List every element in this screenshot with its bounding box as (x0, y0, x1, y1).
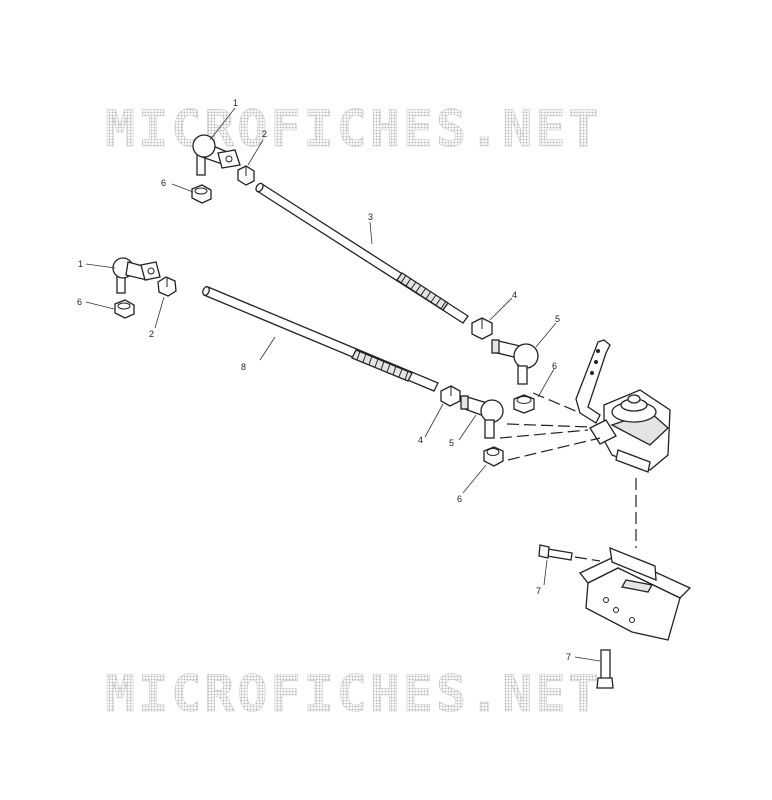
callout-6-bottom: 6 (457, 494, 462, 504)
hex-nut-upper-left (237, 165, 255, 186)
callout-1-lower: 1 (78, 259, 83, 269)
callout-1-upper: 1 (233, 98, 238, 108)
callout-5-upper: 5 (555, 314, 560, 324)
callout-6-upper: 6 (161, 178, 166, 188)
callout-5-lower: 5 (449, 438, 454, 448)
watermark-top: MICROFICHES.NET (105, 100, 602, 158)
hex-nut-4-lower (440, 385, 461, 407)
hex-nut-4-upper (471, 317, 493, 340)
ball-joint-lower-right (460, 395, 504, 439)
ball-joint-upper-right (491, 339, 539, 385)
bolt-7-upper (538, 544, 573, 561)
hex-nut-6-mid-right (513, 394, 535, 414)
ball-joint-lower-left (112, 257, 161, 294)
leader-lines (85, 107, 601, 662)
callout-7-lower: 7 (566, 652, 571, 662)
ball-joint-upper-left (192, 134, 241, 176)
shift-rod-upper (255, 182, 469, 324)
hex-nut-6-lower-left (114, 299, 135, 319)
callout-8: 8 (241, 362, 246, 372)
hex-nut-6-bottom (483, 446, 504, 467)
shifter-assembly (575, 339, 671, 473)
bolt-7-lower (596, 649, 614, 689)
callout-2-upper: 2 (262, 129, 267, 139)
hex-nut-6-upper (191, 184, 212, 204)
assembly-lines (499, 392, 637, 562)
watermark-bottom: MICROFICHES.NET (105, 665, 602, 723)
callout-4-lower: 4 (418, 435, 423, 445)
mounting-bracket (578, 546, 692, 641)
callout-6-mid-right: 6 (552, 361, 557, 371)
shift-rod-lower (202, 286, 439, 392)
callout-2-lower: 2 (149, 329, 154, 339)
hex-nut-lower-left (157, 276, 177, 297)
callout-6-lower-left: 6 (77, 297, 82, 307)
callout-3: 3 (368, 212, 373, 222)
callout-4-upper: 4 (512, 290, 517, 300)
callout-7-upper: 7 (536, 586, 541, 596)
